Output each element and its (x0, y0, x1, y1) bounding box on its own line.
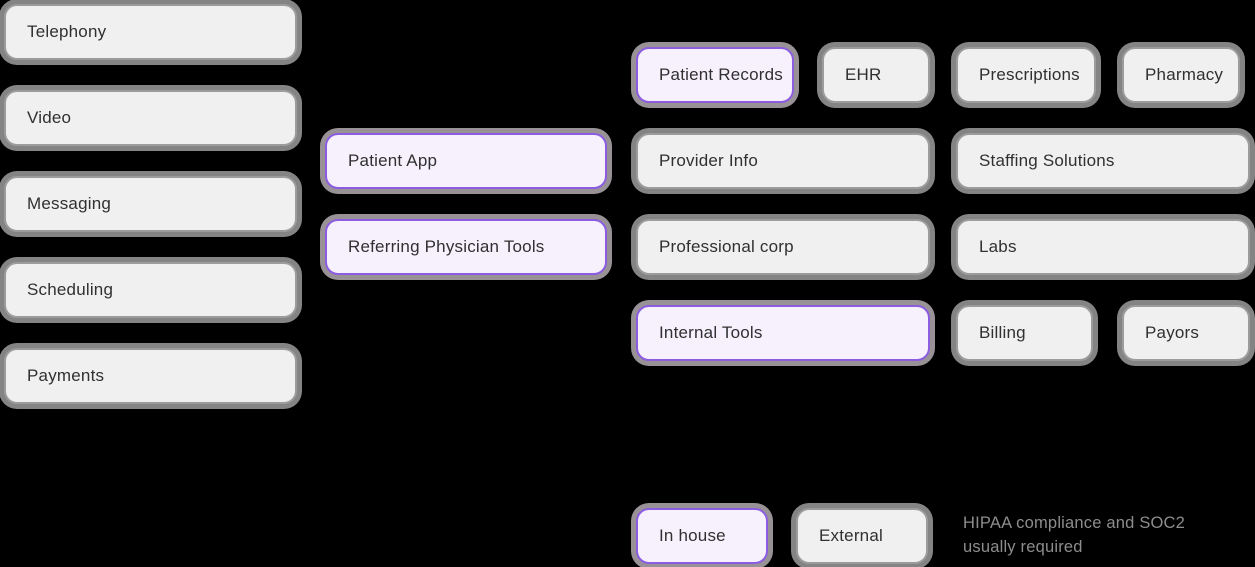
node-label: Payments (27, 366, 105, 385)
node-label: Professional corp (659, 237, 794, 256)
node-label: Video (27, 108, 72, 127)
node-scheduling: Scheduling (4, 262, 297, 318)
node-telephony: Telephony (4, 4, 297, 60)
node-label: Telephony (27, 22, 107, 41)
node-professional-corp: Professional corp (636, 219, 930, 275)
node-provider-info: Provider Info (636, 133, 930, 189)
node-billing: Billing (956, 305, 1093, 361)
node-label: Staffing Solutions (979, 151, 1115, 170)
node-payments: Payments (4, 348, 297, 404)
node-label: In house (659, 526, 726, 545)
node-label: EHR (845, 65, 882, 84)
node-label: Payors (1145, 323, 1200, 342)
node-label: Billing (979, 323, 1026, 342)
node-payors: Payors (1122, 305, 1250, 361)
node-label: Referring Physician Tools (348, 237, 545, 256)
compliance-note: HIPAA compliance and SOC2 usually requir… (963, 511, 1185, 559)
node-internal-tools: Internal Tools (636, 305, 930, 361)
node-patient-records: Patient Records (636, 47, 794, 103)
node-ehr: EHR (822, 47, 930, 103)
node-label: Internal Tools (659, 323, 763, 342)
node-label: Messaging (27, 194, 112, 213)
node-patient-app: Patient App (325, 133, 607, 189)
node-label: Scheduling (27, 280, 114, 299)
node-in-house: In house (636, 508, 768, 564)
node-messaging: Messaging (4, 176, 297, 232)
node-staffing-solutions: Staffing Solutions (956, 133, 1250, 189)
node-video: Video (4, 90, 297, 146)
node-pharmacy: Pharmacy (1122, 47, 1240, 103)
node-referring-physician-tools: Referring Physician Tools (325, 219, 607, 275)
node-external: External (796, 508, 928, 564)
node-label: Pharmacy (1145, 65, 1224, 84)
compliance-note-line1: HIPAA compliance and SOC2 (963, 514, 1186, 532)
node-label: Patient Records (659, 65, 783, 84)
node-labs: Labs (956, 219, 1250, 275)
compliance-note-line2: usually required (963, 538, 1083, 556)
node-label: Labs (979, 237, 1017, 256)
node-label: Patient App (348, 151, 438, 170)
node-label: External (819, 526, 883, 545)
node-label: Provider Info (659, 151, 758, 170)
node-label: Prescriptions (979, 65, 1080, 84)
node-prescriptions: Prescriptions (956, 47, 1096, 103)
